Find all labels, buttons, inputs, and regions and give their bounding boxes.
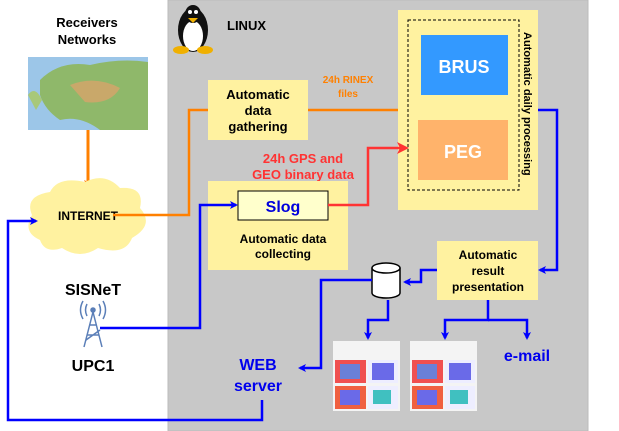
gps-label-1: 24h GPS and [263,151,343,166]
web-server-label-2: server [234,378,282,395]
internet-cloud [28,178,146,254]
receivers-label-1: Receivers [56,15,117,30]
email-label: e-mail [504,348,550,365]
presentation-label-2: result [472,264,505,278]
result-thumbnail-1 [333,341,400,411]
sisnet-to-slog-line [100,201,238,330]
peg-label: PEG [444,142,482,162]
receivers-label-2: Networks [58,32,117,47]
presentation-label-3: presentation [452,280,524,294]
slog-box [237,190,329,221]
collecting-label-1: Automatic data [240,232,327,246]
sisnet-label: SISNeT [65,282,121,299]
presentation-box [437,241,538,300]
database-icon [371,262,401,299]
processing-label: Automatic daily processing [521,32,533,176]
web-to-internet-line [6,217,264,422]
rinex-label-1: 24h RINEX [323,75,374,86]
antenna-tower-icon [79,300,107,348]
linux-label: LINUX [227,18,266,33]
presentation-to-db-line [403,268,437,286]
rinex-label-2: files [338,89,358,100]
processing-to-presentation-line [538,108,559,274]
slog-label: Slog [266,199,301,216]
gathering-box [208,80,308,140]
web-server-label-1: WEB [239,357,276,374]
presentation-to-email-line [488,318,531,340]
europe-map-image [28,57,148,130]
internet-label: INTERNET [58,209,119,223]
gathering-label-2: data [245,103,273,118]
gathering-label-1: Automatic [226,87,290,102]
tux-penguin-icon [173,5,213,54]
presentation-to-thumbnail-line [441,300,490,340]
brus-label: BRUS [438,57,489,77]
db-to-web-line [298,278,372,372]
slog-to-peg-line [328,142,409,207]
internet-to-gathering-line [113,108,208,217]
processing-dashed-frame [407,19,520,191]
gps-label-2: GEO binary data [252,167,355,182]
brus-box [421,35,508,95]
db-to-thumbnail-line [364,300,390,340]
result-thumbnail-2 [410,341,477,411]
collecting-label-2: collecting [255,247,311,261]
peg-box [418,120,508,180]
upc1-label: UPC1 [72,358,115,375]
gathering-label-3: gathering [228,119,287,134]
presentation-label-1: Automatic [459,248,518,262]
